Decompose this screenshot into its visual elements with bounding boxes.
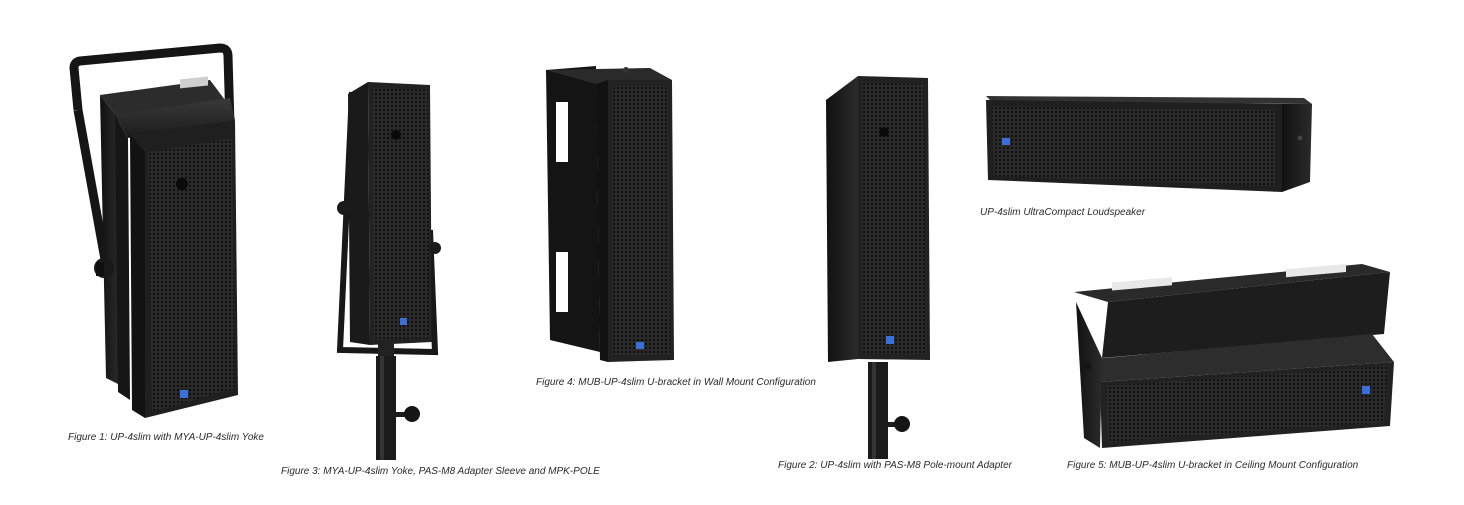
speaker-yoke-pole-image — [336, 82, 441, 460]
speaker-pole-adapter-image — [826, 76, 930, 459]
figure-4-caption: Figure 4: MUB-UP-4slim U-bracket in Wall… — [536, 377, 816, 388]
figure-3-caption: Figure 3: MYA-UP-4slim Yoke, PAS-M8 Adap… — [281, 466, 600, 477]
figure-5-image — [1072, 262, 1394, 452]
figure-1-caption: Figure 1: UP-4slim with MYA-UP-4slim Yok… — [68, 432, 264, 443]
figure-1-image — [60, 40, 250, 425]
figure-4-image — [540, 62, 680, 372]
figure-5-caption: Figure 5: MUB-UP-4slim U-bracket in Ceil… — [1067, 460, 1359, 471]
ultracompact-speaker-image-figure — [982, 94, 1314, 194]
ultracompact-caption: UP-4slim UltraCompact Loudspeaker — [980, 207, 1146, 218]
speaker-with-yoke-image — [69, 43, 238, 418]
ultracompact-speaker-image — [986, 96, 1312, 192]
speaker-wall-bracket-image — [546, 66, 674, 362]
speaker-ceiling-bracket-image — [1074, 264, 1394, 448]
figure-2-caption: Figure 2: UP-4slim with PAS-M8 Pole-moun… — [778, 460, 1012, 471]
figure-2-image — [822, 74, 937, 459]
figure-3-image — [330, 80, 445, 460]
